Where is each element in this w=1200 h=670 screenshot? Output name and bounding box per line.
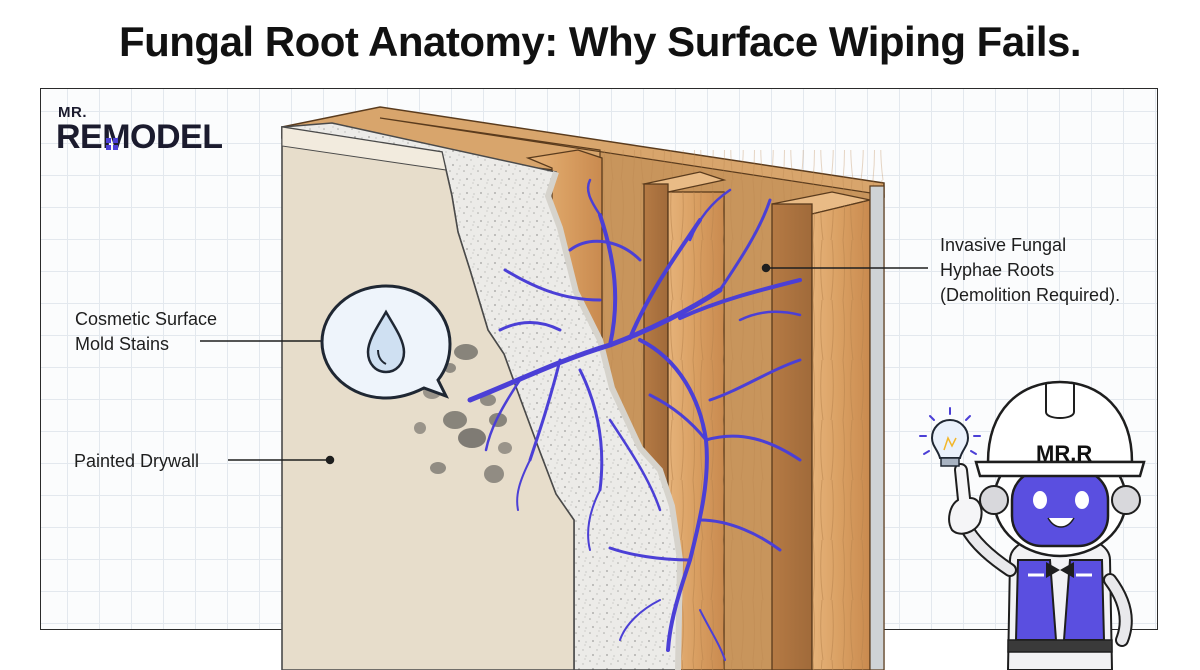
fungal-hyphae	[467, 178, 802, 661]
page-title: Fungal Root Anatomy: Why Surface Wiping …	[118, 18, 1082, 65]
mascot-helmet-label: MR.R	[1036, 441, 1093, 466]
lightbulb-icon	[919, 407, 981, 467]
hyphae-roots-label: Invasive Fungal Hyphae Roots (Demolition…	[940, 235, 1121, 305]
water-drop-icon	[320, 284, 452, 400]
wall-edge	[869, 185, 885, 670]
mascot-robot	[948, 380, 1146, 670]
drywall-panel	[281, 126, 575, 670]
brand-window-icon	[106, 138, 118, 150]
wood-framing	[281, 106, 885, 670]
leader-lines	[200, 263, 928, 465]
brand-logo: REMODEL	[56, 118, 223, 156]
surface-stains-label: Cosmetic Surface Mold Stains	[75, 309, 218, 354]
stud-front-face	[771, 203, 813, 670]
mold-stains	[414, 344, 512, 483]
drywall-label: Painted Drywall	[74, 451, 200, 471]
brand-prefix: MR.	[58, 104, 87, 121]
